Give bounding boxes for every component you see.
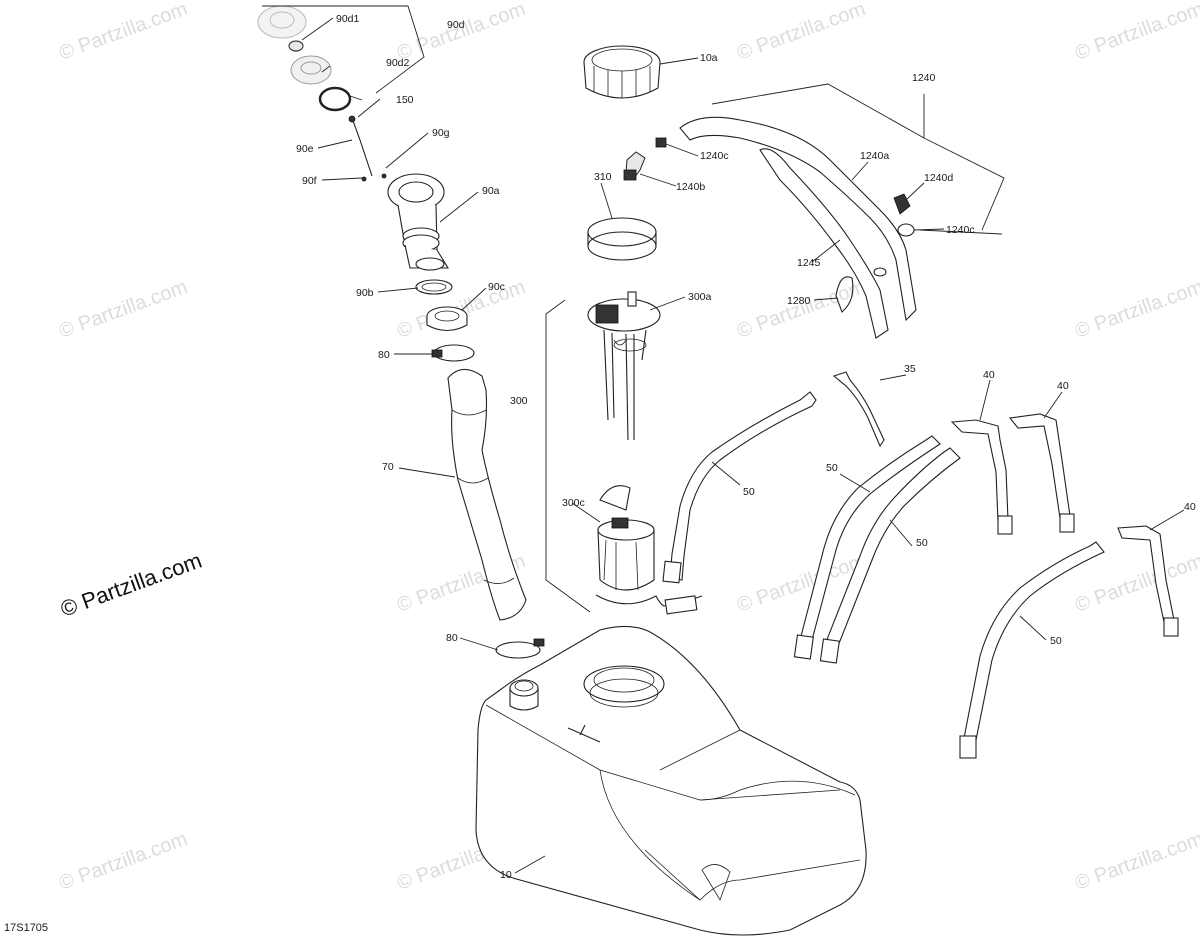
strap-part [950,419,1009,523]
callout-35: 35 [904,363,916,375]
watermark: © Partzilla.com [1072,0,1200,65]
callout-40: 40 [983,369,995,381]
lock-nut-part [426,306,468,332]
watermark: © Partzilla.com [734,276,868,343]
callout-90c: 90c [488,281,505,293]
callout-1240a: 1240a [860,150,889,162]
callout-1280: 1280 [787,295,811,307]
callout-90a: 90a [482,185,500,197]
filler-cap-assembly [257,5,475,362]
watermark: © Partzilla.com [1072,550,1200,617]
callout-70: 70 [382,461,394,473]
callout-10: 10 [500,869,512,881]
callout-300a: 300a [688,291,712,303]
callout-50: 50 [743,486,755,498]
callout-1240b: 1240b [676,181,705,193]
main-watermark: © Partzilla.com [57,548,205,622]
callout-40: 40 [1184,501,1196,513]
cap-plug-part [288,40,304,52]
callout-50: 50 [826,462,838,474]
vent-hose-part [679,116,917,339]
callout-90d1: 90d1 [336,13,360,25]
tank-straps [662,371,1179,759]
elbow-connector-part [623,151,646,181]
leader-lines [262,5,1185,874]
pump-module-part [587,291,661,441]
callout-50: 50 [1050,635,1062,647]
lock-ring-part [583,45,661,99]
callout-310: 310 [594,171,612,183]
callout-10a: 10a [700,52,718,64]
callout-80: 80 [378,349,390,361]
callout-90d: 90d [447,19,465,31]
drawing-code: 17S1705 [4,922,48,934]
pump-seal-part [587,217,657,261]
callout-300c: 300c [562,497,585,509]
fuel-tank-part [475,625,867,936]
watermark: © Partzilla.com [1072,276,1200,343]
callout-1240c: 1240c [946,224,975,236]
strap-part [963,541,1105,741]
check-valve-part [893,193,911,215]
group-bracket-line [545,299,591,613]
hose-ring-part [897,223,915,237]
tether-strap-part [351,117,373,177]
filler-hose-part [447,368,527,621]
cap-gasket-part [318,86,352,112]
callout-1245: 1245 [797,257,821,269]
callout-300: 300 [510,395,528,407]
strap-part [1008,413,1071,519]
callout-90d2: 90d2 [386,57,410,69]
callout-1240c: 1240c [700,150,729,162]
callout-90e: 90e [296,143,314,155]
callout-80: 80 [446,632,458,644]
watermark: © Partzilla.com [394,0,528,65]
fitting-part [655,137,667,148]
callout-90b: 90b [356,287,374,299]
callout-1240d: 1240d [924,172,953,184]
watermark: © Partzilla.com [56,828,190,895]
seal-ring-part [415,279,453,295]
pump-body-part [595,485,703,615]
callout-1240: 1240 [912,72,936,84]
callout-50: 50 [916,537,928,549]
strap-part [832,371,885,448]
hose-clamp-part [495,638,545,659]
hose-clip-part [835,276,854,313]
watermark: © Partzilla.com [56,276,190,343]
callout-90g: 90g [432,127,450,139]
callout-40: 40 [1057,380,1069,392]
callout-90f: 90f [302,175,317,187]
screw-part [361,176,367,182]
callout-150: 150 [396,94,414,106]
cap-top-part [257,5,307,39]
watermark: © Partzilla.com [1072,828,1200,895]
watermark: © Partzilla.com [56,0,190,65]
filler-neck-part [387,173,449,271]
hose-clamp-part [431,344,475,362]
callout-labels: 90d1 90d 90d2 150 90g 90e 90f 90a 90b 90… [296,13,1196,881]
watermark: © Partzilla.com [734,0,868,65]
cap-body-part [290,55,332,85]
